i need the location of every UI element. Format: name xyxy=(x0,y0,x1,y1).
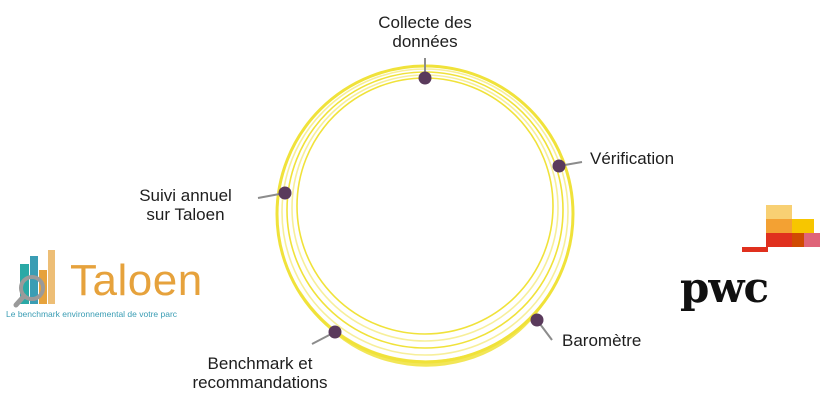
step-label-benchmark: Benchmark et recommandations xyxy=(160,354,360,392)
taloen-building-icon xyxy=(13,250,55,308)
step-label-line: Baromètre xyxy=(562,331,642,350)
step-label-line: données xyxy=(392,32,458,51)
taloen-wordmark: Taloen xyxy=(70,256,203,305)
step-label-line: Collecte des xyxy=(378,13,472,32)
taloen-tagline: Le benchmark environnemental de votre pa… xyxy=(6,309,178,319)
step-label-barometre: Baromètre xyxy=(562,331,641,350)
pwc-wordmark: pwc xyxy=(680,263,769,312)
ring-crescent xyxy=(300,290,552,367)
pwc-logo: pwc xyxy=(676,205,826,320)
step-label-collecte: Collecte des données xyxy=(345,13,505,51)
pwc-blocks-mark xyxy=(742,205,820,252)
step-label-line: Suivi annuel xyxy=(139,186,232,205)
node-suivi xyxy=(278,186,292,200)
ring-band xyxy=(281,68,569,356)
node-collecte xyxy=(418,71,432,85)
step-label-verification: Vérification xyxy=(590,149,674,168)
ring-band xyxy=(291,74,559,342)
node-barometre xyxy=(530,313,544,327)
step-label-line: Benchmark et xyxy=(207,354,313,373)
ring-band xyxy=(286,71,564,349)
taloen-logo: Taloen Le benchmark environnemental de v… xyxy=(4,250,234,330)
cycle-nodes xyxy=(278,71,566,339)
step-label-line: sur Taloen xyxy=(146,205,225,224)
cycle-ring xyxy=(275,64,575,367)
node-benchmark xyxy=(328,325,342,339)
ring-band xyxy=(296,77,554,335)
node-verification xyxy=(552,159,566,173)
step-label-line: recommandations xyxy=(192,373,328,392)
step-label-line: Vérification xyxy=(590,149,675,168)
step-label-suivi: Suivi annuel sur Taloen xyxy=(118,186,253,224)
